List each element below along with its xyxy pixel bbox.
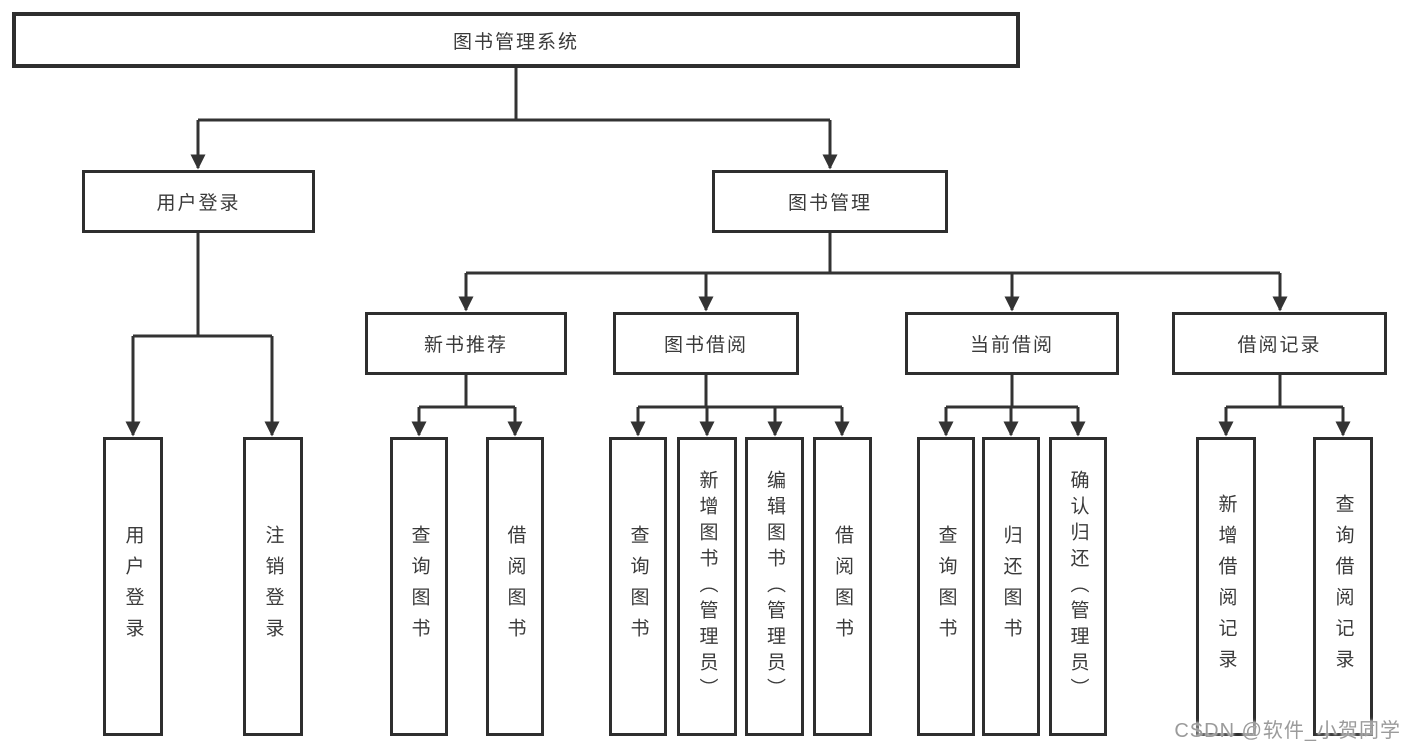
node-label: 查询图书: [627, 524, 649, 649]
node-book-borrow: 图书借阅: [613, 312, 799, 375]
node-label: 借阅记录: [1237, 335, 1322, 356]
leaf-edit-book-admin: 编辑图书（管理员）: [745, 437, 804, 736]
leaf-logout: 注销登录: [243, 437, 303, 736]
node-label: 查询图书: [408, 524, 430, 649]
connector-book-borrow-group: [630, 375, 850, 437]
node-label: 查询借阅记录: [1332, 493, 1354, 680]
node-label: 图书管理系统: [452, 31, 579, 53]
node-label: 用户登录: [156, 193, 241, 214]
node-label: 用户登录: [122, 524, 144, 649]
node-label: 归还图书: [1000, 524, 1022, 649]
leaf-borrow-book-2: 借阅图书: [813, 437, 872, 736]
leaf-query-borrow-record: 查询借阅记录: [1313, 437, 1373, 736]
node-label: 注销登录: [262, 524, 284, 649]
leaf-confirm-return-admin: 确认归还（管理员）: [1049, 437, 1107, 736]
connector-current-borrow-group: [938, 375, 1086, 437]
node-label: 图书管理: [787, 193, 872, 214]
connector-borrow-records-group: [1218, 375, 1351, 437]
node-label: 借阅图书: [504, 524, 526, 649]
connector-book-management-branch: [458, 233, 1288, 312]
leaf-query-book-2: 查询图书: [609, 437, 667, 736]
node-label: 借阅图书: [832, 524, 853, 649]
leaf-user-login: 用户登录: [103, 437, 163, 736]
node-label: 新书推荐: [423, 335, 508, 356]
node-user-login-branch: 用户登录: [82, 170, 315, 233]
connector-root-to-level2: [190, 68, 838, 170]
node-borrow-records: 借阅记录: [1172, 312, 1387, 375]
node-new-book-recommend: 新书推荐: [365, 312, 567, 375]
leaf-add-borrow-record: 新增借阅记录: [1196, 437, 1256, 736]
leaf-return-book: 归还图书: [982, 437, 1040, 736]
leaf-add-book-admin: 新增图书（管理员）: [677, 437, 737, 736]
connector-new-book-recommend-group: [411, 375, 523, 437]
node-label: 查询图书: [935, 524, 957, 649]
node-label: 确认归还（管理员）: [1067, 469, 1089, 704]
leaf-borrow-book-1: 借阅图书: [486, 437, 544, 736]
connector-user-login-branch: [125, 233, 280, 437]
leaf-query-book-1: 查询图书: [390, 437, 448, 736]
leaf-query-book-3: 查询图书: [917, 437, 975, 736]
node-label: 新增借阅记录: [1215, 493, 1237, 680]
node-label: 新增图书（管理员）: [696, 469, 718, 704]
node-current-borrow: 当前借阅: [905, 312, 1119, 375]
node-label: 图书借阅: [663, 335, 748, 356]
node-library-management-system: 图书管理系统: [12, 12, 1020, 68]
node-label: 编辑图书（管理员）: [764, 469, 785, 704]
node-label: 当前借阅: [969, 335, 1054, 356]
csdn-watermark: CSDN @软件_小贺同学: [1174, 720, 1401, 742]
node-book-management: 图书管理: [712, 170, 948, 233]
